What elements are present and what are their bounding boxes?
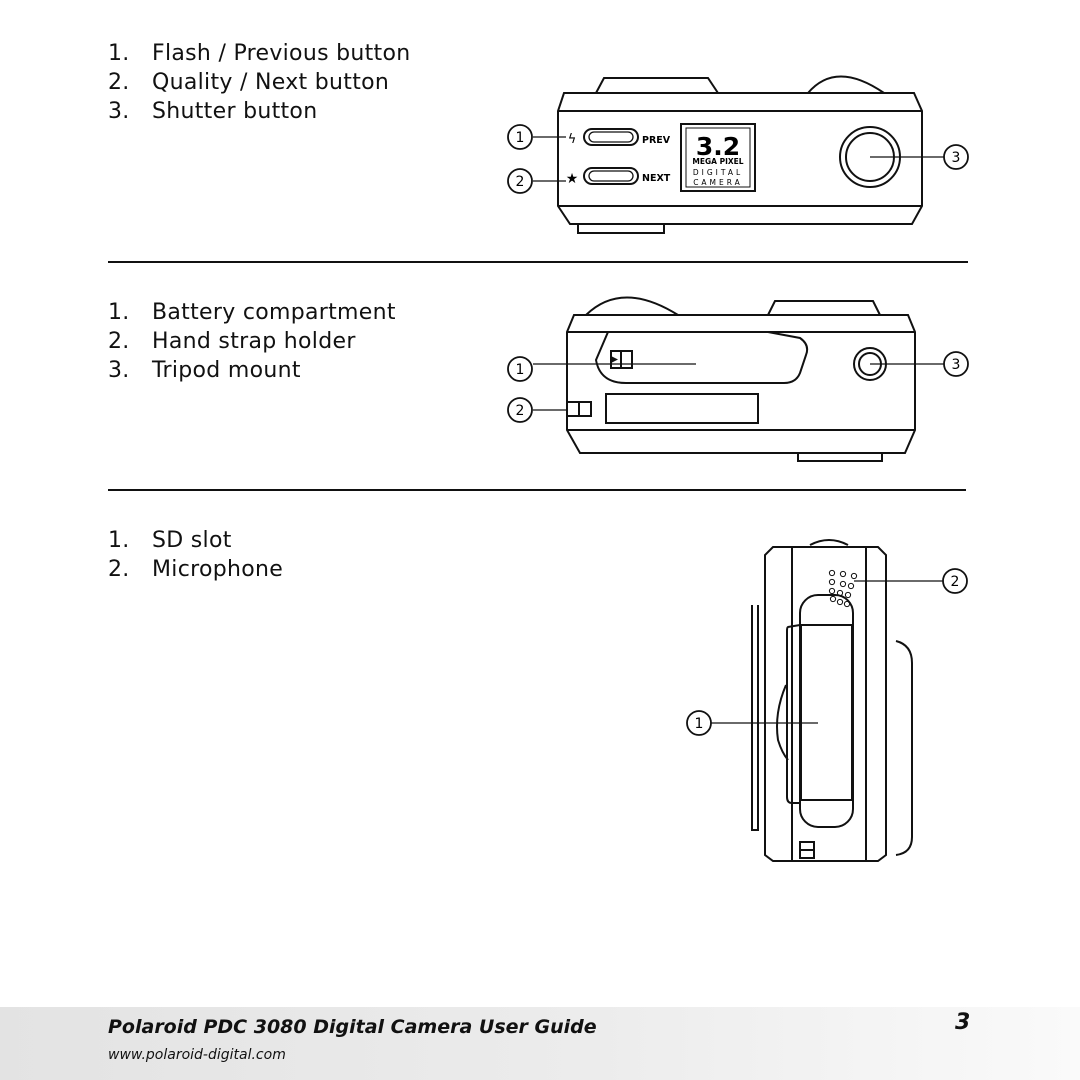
legend-item: 3.Tripod mount xyxy=(108,358,301,383)
callout-number: 3 xyxy=(952,150,961,166)
legend-item: 2.Microphone xyxy=(108,557,284,582)
legend-item: 3.Shutter button xyxy=(108,99,318,124)
section-divider xyxy=(108,261,968,263)
camera-top-view-figure: ϟ ★ PREV NEXT 3.2 MEGA PIXEL DIGITAL CAM… xyxy=(507,75,969,234)
callout-number: 2 xyxy=(951,574,960,590)
page-footer xyxy=(0,1007,1080,1080)
next-button-label: NEXT xyxy=(642,173,671,184)
callout-number: 2 xyxy=(516,174,525,190)
bottom-view-legend: 1.Battery compartment 2.Hand strap holde… xyxy=(108,298,396,385)
legend-item: 1.Battery compartment xyxy=(108,300,396,325)
legend-item: 2.Hand strap holder xyxy=(108,329,356,354)
star-icon: ★ xyxy=(566,171,579,187)
legend-label: Microphone xyxy=(152,557,284,582)
megapixel-badge-line: DIGITAL xyxy=(693,168,743,177)
callout-number: 2 xyxy=(516,403,525,419)
prev-button-label: PREV xyxy=(642,135,671,146)
flash-icon: ϟ xyxy=(568,132,577,147)
side-view-legend: 1.SD slot 2.Microphone xyxy=(108,526,283,584)
callout-number: 1 xyxy=(516,130,525,146)
page-number: 3 xyxy=(955,1010,971,1035)
section-divider xyxy=(108,489,966,491)
callout-number: 3 xyxy=(952,357,961,373)
megapixel-badge-line: CAMERA xyxy=(693,178,743,187)
legend-label: Shutter button xyxy=(152,99,318,124)
camera-side-view-figure: 1 2 xyxy=(686,539,968,862)
callout-number: 1 xyxy=(516,362,525,378)
legend-item: 2.Quality / Next button xyxy=(108,70,390,95)
legend-item: 1.Flash / Previous button xyxy=(108,41,411,66)
megapixel-badge-line: MEGA PIXEL xyxy=(692,157,743,166)
megapixel-badge-number: 3.2 xyxy=(696,132,740,161)
legend-label: Hand strap holder xyxy=(152,329,356,354)
legend-label: Tripod mount xyxy=(152,358,301,383)
legend-label: Flash / Previous button xyxy=(152,41,411,66)
legend-label: Quality / Next button xyxy=(152,70,390,95)
camera-bottom-view-figure: 1 2 3 xyxy=(507,296,969,462)
footer-url: www.polaroid-digital.com xyxy=(108,1047,286,1063)
footer-title: Polaroid PDC 3080 Digital Camera User Gu… xyxy=(108,1016,597,1038)
legend-item: 1.SD slot xyxy=(108,528,232,553)
legend-label: Battery compartment xyxy=(152,300,396,325)
callout-number: 1 xyxy=(695,716,704,732)
top-view-legend: 1.Flash / Previous button 2.Quality / Ne… xyxy=(108,39,410,126)
legend-label: SD slot xyxy=(152,528,232,553)
